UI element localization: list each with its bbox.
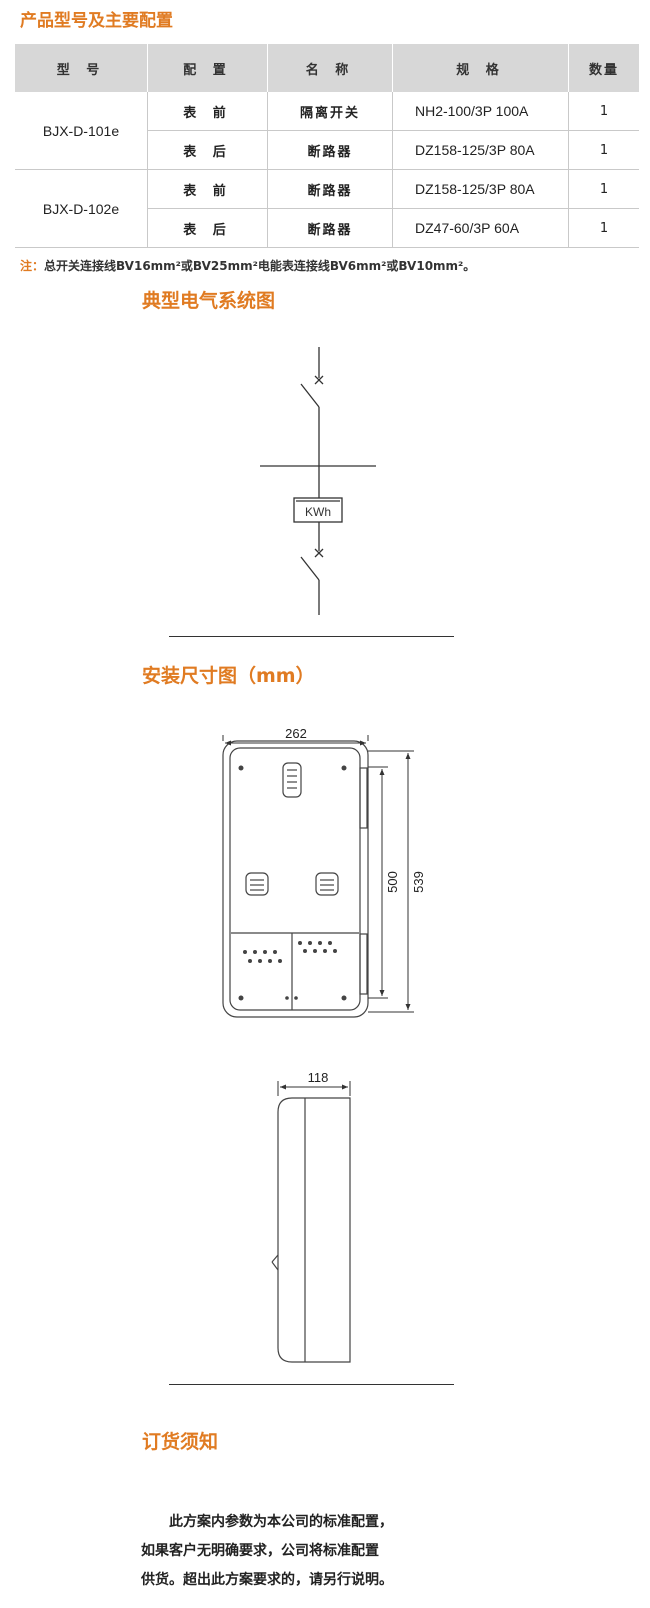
header-model: 型 号: [15, 44, 148, 92]
table-header-row: 型 号 配 置 名 称 规 格 数量: [15, 44, 639, 92]
side-outline: [277, 1097, 351, 1363]
spec-cell: NH2-100/3P 100A: [392, 92, 569, 131]
product-config-title: 产品型号及主要配置: [20, 11, 173, 31]
config-cell: 表 后: [147, 208, 268, 248]
side-hinge-mark: [271, 1254, 279, 1263]
divider-line: [169, 1384, 454, 1385]
order-line: 供货。超出此方案要求的，请另行说明。: [141, 1572, 393, 1588]
config-cell: 表 前: [147, 92, 268, 131]
side-view-drawing: [271, 1097, 351, 1363]
qty-cell: 1: [568, 169, 639, 209]
table-row: 表 后 断路器 DZ158-125/3P 80A 1: [15, 130, 639, 170]
name-cell: 断路器: [267, 130, 393, 170]
order-line: 如果客户无明确要求，公司将标准配置: [141, 1543, 379, 1559]
front-view-dimensions: [222, 735, 414, 1013]
isolator-x-mark: [314, 375, 324, 385]
qty-cell: 1: [568, 92, 639, 131]
table-row: BJX-D-102e 表 前 断路器 DZ158-125/3P 80A 1: [15, 169, 639, 248]
model-cell: BJX-D-102e: [15, 169, 148, 248]
meter-box: [293, 497, 343, 523]
header-name: 名 称: [267, 44, 393, 92]
divider-line: [169, 636, 454, 637]
right-window: [315, 872, 339, 896]
qty-cell: 1: [568, 208, 639, 248]
spec-cell: DZ158-125/3P 80A: [392, 130, 569, 170]
table-row: BJX-D-101e 表 前 隔离开关 NH2-100/3P 100A 1: [15, 92, 639, 170]
meter-label: KWh: [305, 505, 331, 519]
ordering-notes-title: 订货须知: [142, 1431, 219, 1453]
left-window: [245, 872, 269, 896]
front-view-drawing: [222, 740, 369, 1018]
note-text: 总开关连接线BV16mm²或BV25mm²电能表连接线BV6mm²或BV10mm…: [44, 259, 476, 273]
depth-dim-label: 118: [308, 1070, 329, 1085]
install-dimensions-title: 安装尺寸图（mm）: [142, 665, 315, 687]
name-cell: 断路器: [267, 169, 393, 209]
name-cell: 断路器: [267, 208, 393, 248]
qty-cell: 1: [568, 130, 639, 170]
breaker-blade: [300, 556, 320, 581]
hinge-lower: [359, 933, 368, 995]
width-dim-label: 262: [285, 726, 307, 741]
note-label: 注：: [20, 259, 45, 273]
hinge-upper: [359, 767, 368, 829]
model-cell: BJX-D-101e: [15, 92, 148, 170]
spec-cell: DZ158-125/3P 80A: [392, 169, 569, 209]
table-row: 表 后 断路器 DZ47-60/3P 60A 1: [15, 208, 639, 248]
top-window: [282, 762, 302, 798]
wiring-note: 注：总开关连接线BV16mm²或BV25mm²电能表连接线BV6mm²或BV10…: [20, 257, 475, 274]
outer-height-dim-label: 539: [411, 871, 426, 893]
order-line: 此方案内参数为本公司的标准配置，: [169, 1514, 393, 1530]
spec-cell: DZ47-60/3P 60A: [392, 208, 569, 248]
config-table: 型 号 配 置 名 称 规 格 数量 BJX-D-101e 表 前 隔离开关 N…: [15, 44, 639, 248]
name-cell: 隔离开关: [267, 92, 393, 131]
electrical-system-diagram: [260, 347, 376, 615]
breaker-x-mark: [314, 548, 324, 558]
ordering-notes-text: 此方案内参数为本公司的标准配置， 如果客户无明确要求，公司将标准配置 供货。超出…: [141, 1508, 481, 1595]
front-view-fixings: [238, 765, 347, 1001]
config-cell: 表 后: [147, 130, 268, 170]
config-cell: 表 前: [147, 169, 268, 209]
header-config: 配 置: [147, 44, 268, 92]
system-diagram-title: 典型电气系统图: [142, 290, 276, 312]
inner-height-dim-label: 500: [385, 871, 400, 893]
enclosure-inner-outline: [229, 747, 361, 1011]
side-view-dimensions: [277, 1081, 351, 1096]
header-qty: 数量: [568, 44, 639, 92]
header-spec: 规 格: [392, 44, 569, 92]
enclosure-outline: [222, 740, 369, 1018]
isolator-blade: [300, 383, 320, 408]
